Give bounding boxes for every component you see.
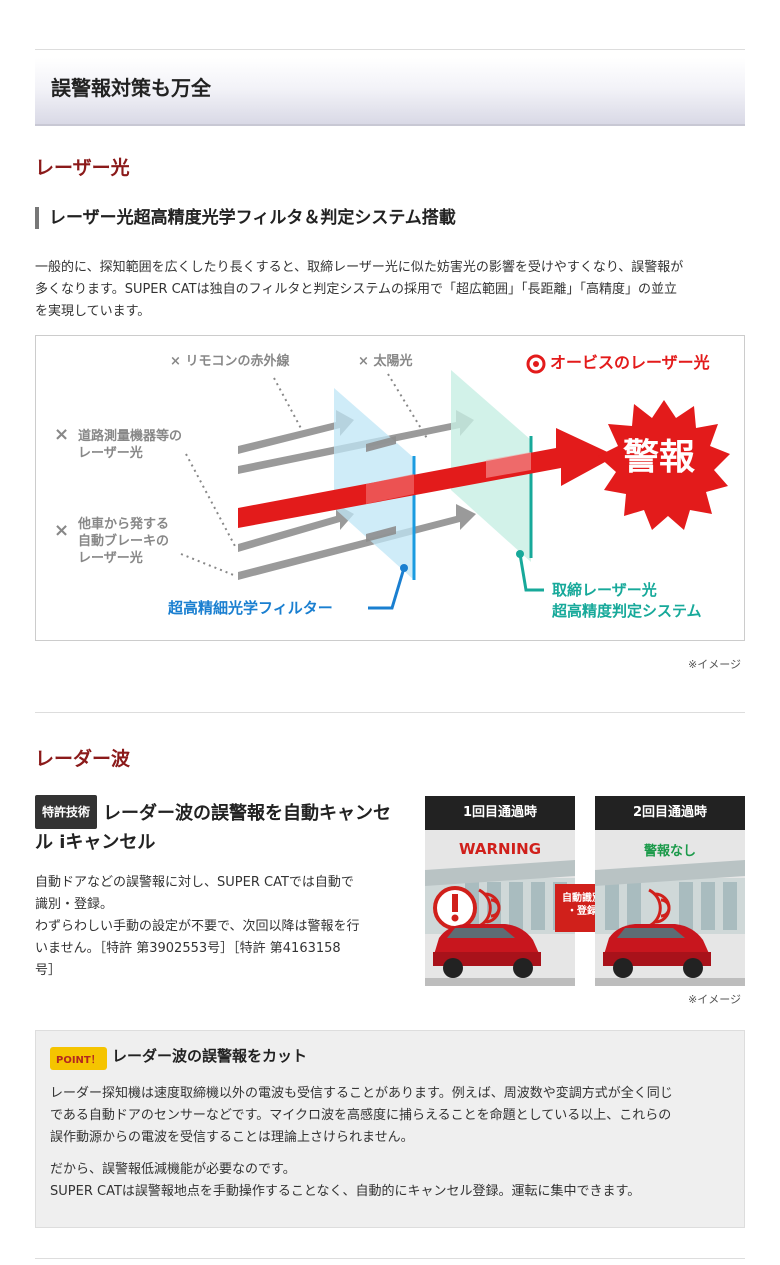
laser-desc-line: 多くなります。SUPER CATは独自のフィルタと判定システムの採用で「超広範囲… <box>35 282 677 297</box>
radar-heading-text: レーダー波の誤警報を自動キャンセル iキャンセル <box>35 803 392 853</box>
patent-badge: 特許技術 <box>35 795 98 829</box>
laser-desc-line: 一般的に、探知範囲を広くしたり長くすると、取締レーザー光に似た妨害光の影響を受け… <box>35 260 684 275</box>
x-mark-icon: × <box>54 424 70 445</box>
label-orbis-laser: オービスのレーザー光 <box>550 353 710 372</box>
label-text: 自動ブレーキの <box>78 534 170 549</box>
point-line: である自動ドアのセンサーなどです。マイクロ波を高感度に捕らえることを命題としてい… <box>50 1108 672 1123</box>
label-text: 取締レーザー光 <box>552 581 657 599</box>
label-alarm: 警報 <box>623 437 696 478</box>
label-text: 太陽光 <box>373 354 413 369</box>
first-pass-panel: 1回目通過時 WARNING <box>425 796 575 986</box>
label-remote-infrared: × リモコンの赤外線 <box>170 353 289 370</box>
point-line: SUPER CATは誤警報地点を手動操作することなく、自動的にキャンセル登録。運… <box>50 1184 641 1199</box>
auto-register-label: 自動識別 ・登録 <box>556 892 608 918</box>
label-text: リモコンの赤外線 <box>185 354 290 369</box>
car-scene <box>595 860 745 986</box>
bottom-divider <box>35 1258 745 1259</box>
image-note: ※イメージ <box>688 658 741 671</box>
laser-subheading: レーザー光超高精度光学フィルタ＆判定システム搭載 <box>35 207 456 229</box>
label-text: レーザー光 <box>78 551 143 566</box>
label-text: レーザー光 <box>78 446 143 461</box>
point-paragraph-1: レーダー探知機は速度取締機以外の電波も受信することがあります。例えば、周波数や変… <box>50 1083 734 1149</box>
label-text: 超高精度判定システム <box>552 602 702 620</box>
diagram-graphic <box>180 354 730 610</box>
label-other-car: 他車から発する 自動ブレーキの レーザー光 <box>78 516 169 567</box>
top-divider <box>35 49 745 50</box>
panel-status: 警報なし <box>643 844 696 859</box>
radar-desc-line: いません。［特許 第3902553号］［特許 第4163158 <box>35 941 341 956</box>
label-survey: 道路測量機器等の レーザー光 <box>78 428 182 462</box>
point-line: 誤作動源からの電波を受信することは理論上さけられません。 <box>50 1130 414 1145</box>
label-judge-system: 取締レーザー光 超高精度判定システム <box>552 580 702 622</box>
laser-filter-diagram: × リモコンの赤外線 × 太陽光 オービスのレーザー光 × 道路測量機器等の レ… <box>35 335 745 641</box>
label-text: ・登録 <box>567 906 597 917</box>
radar-desc-line: 識別・登録。 <box>35 897 114 912</box>
x-mark-icon: × <box>54 520 70 541</box>
label-optical-filter: 超高精細光学フィルター <box>168 599 333 617</box>
laser-description: 一般的に、探知範囲を広くしたり長くすると、取締レーザー光に似た妨害光の影響を受け… <box>35 257 745 323</box>
radar-heading: 特許技術レーダー波の誤警報を自動キャンセル iキャンセル <box>35 795 395 857</box>
second-pass-panel: 2回目通過時 警報なし <box>595 796 745 986</box>
label-sunlight: × 太陽光 <box>358 353 412 370</box>
alarm-starburst <box>598 400 730 530</box>
radar-description: 自動ドアなどの誤警報に対し、SUPER CATでは自動で 識別・登録。 わずらわ… <box>35 872 395 982</box>
radar-desc-line: わずらわしい手動の設定が不要で、次回以降は警報を行 <box>35 919 360 934</box>
radar-section-title: レーダー波 <box>35 748 131 770</box>
radar-desc-line: 自動ドアなどの誤警報に対し、SUPER CATでは自動で <box>35 875 354 890</box>
point-paragraph-2: だから、誤警報低減機能が必要なのです。 SUPER CATは誤警報地点を手動操作… <box>50 1159 734 1203</box>
label-text: 他車から発する <box>78 517 170 532</box>
label-text: 自動識別 <box>562 893 602 904</box>
point-line: だから、誤警報低減機能が必要なのです。 <box>50 1162 296 1177</box>
page-title: 誤警報対策も万全 <box>51 76 211 100</box>
laser-section-title: レーザー光 <box>35 157 130 179</box>
radar-desc-line: 号］ <box>35 963 62 978</box>
main-title-bar: 誤警報対策も万全 <box>35 58 745 126</box>
image-note: ※イメージ <box>688 993 741 1006</box>
panel-header: 2回目通過時 <box>595 796 745 830</box>
laser-desc-line: を実現しています。 <box>35 304 151 319</box>
point-line: レーダー探知機は速度取締機以外の電波も受信することがあります。例えば、周波数や変… <box>50 1086 673 1101</box>
point-box: POINT！ レーダー波の誤警報をカット レーダー探知機は速度取締機以外の電波も… <box>35 1030 745 1228</box>
point-title: レーダー波の誤警報をカット <box>112 1047 308 1065</box>
laser-beam-arrow <box>238 428 616 528</box>
x-mark-icon: × <box>170 354 181 369</box>
panel-header: 1回目通過時 <box>425 796 575 830</box>
label-text: 道路測量機器等の <box>78 429 183 444</box>
point-badge: POINT！ <box>50 1047 107 1070</box>
section-divider <box>35 712 745 713</box>
x-mark-icon: × <box>358 354 369 369</box>
panel-status: WARNING <box>458 840 542 858</box>
